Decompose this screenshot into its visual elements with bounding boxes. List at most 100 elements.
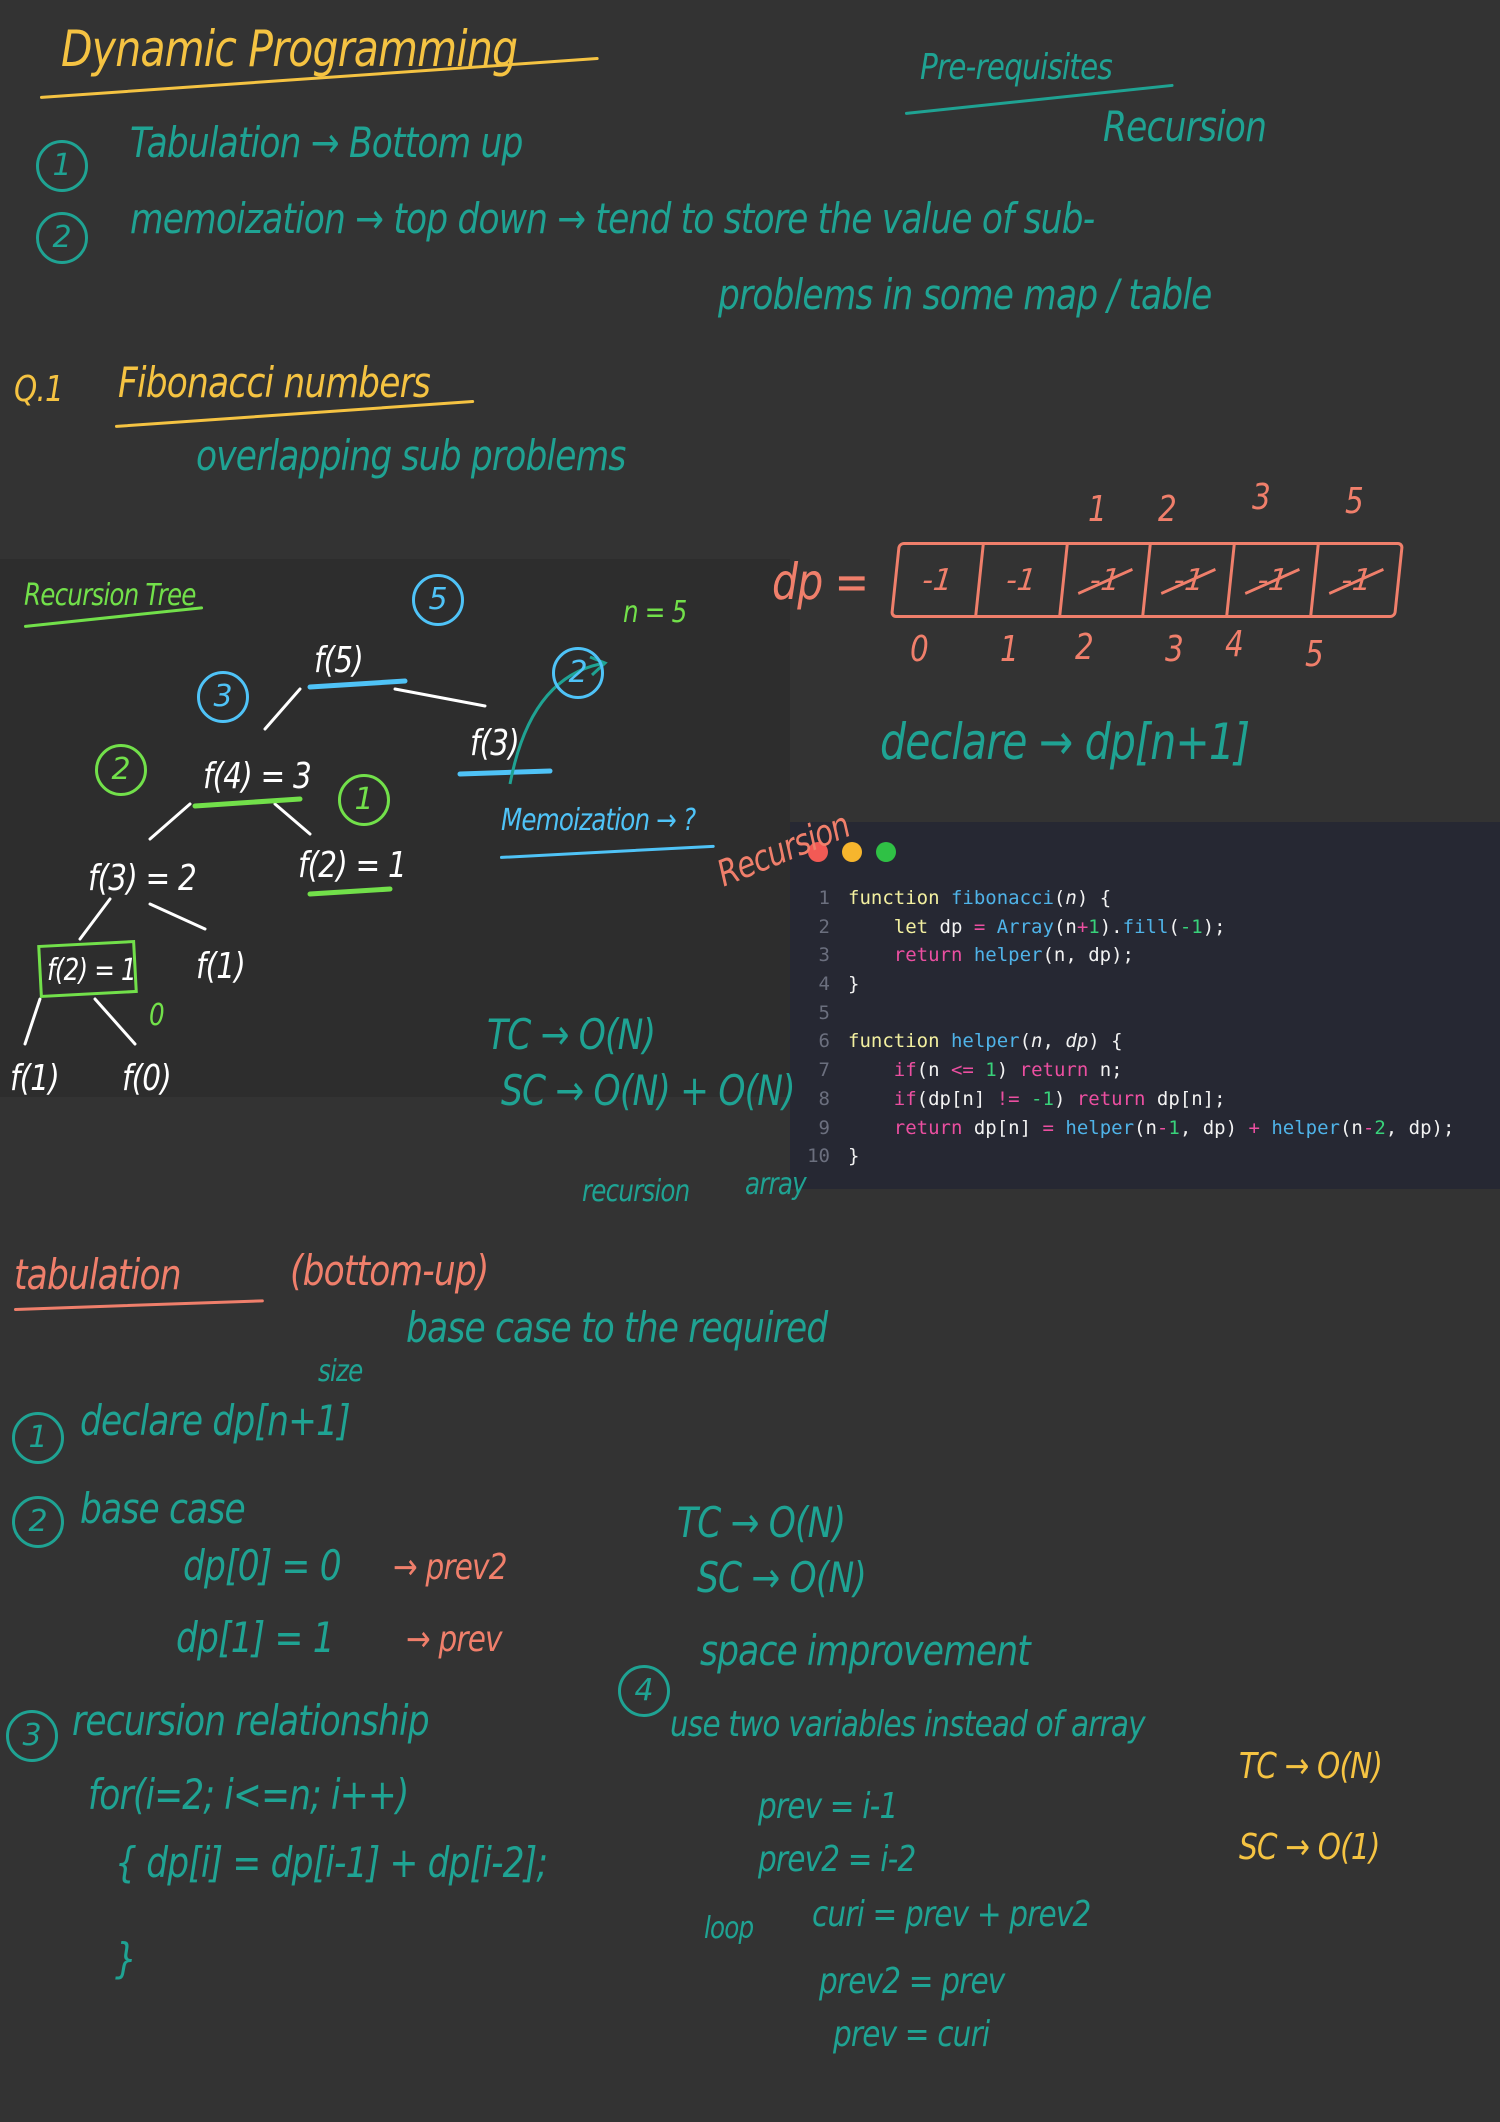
intro-item-tabulation: Tabulation → Bottom up <box>130 118 523 167</box>
dp-value-above: 1 <box>1088 489 1107 530</box>
code-line: 3 return helper(n, dp); <box>790 941 1454 970</box>
tabulation-body: { dp[i] = dp[i-1] + dp[i-2]; <box>115 1838 548 1887</box>
intro-item-memoization: memoization → top down → tend to store t… <box>130 194 1095 243</box>
line-number: 5 <box>818 1001 830 1024</box>
dp-index: 2 <box>1075 627 1094 668</box>
code-token: helper <box>973 944 1043 967</box>
line-number: 3 <box>818 944 830 967</box>
question-subtitle: overlapping sub problems <box>196 431 626 480</box>
memoization-note: Memoization → ? <box>501 803 696 838</box>
memo-sc: SC → O(N) + O(N) <box>501 1066 796 1115</box>
tabulation-underline <box>13 1299 264 1311</box>
circled-number: 2 <box>12 1496 64 1548</box>
circled-value: 2 <box>95 744 147 796</box>
close-dot-icon <box>808 842 828 862</box>
code-token: n <box>1065 887 1077 909</box>
code-token: - <box>1362 1116 1375 1139</box>
line-number: 9 <box>818 1116 830 1139</box>
code-token: (n <box>1339 1116 1363 1139</box>
dp-cell: -1 <box>893 545 985 615</box>
code-token: = <box>1042 1116 1066 1139</box>
maximize-dot-icon <box>876 842 896 862</box>
question-label: Q.1 <box>14 369 64 410</box>
code-token: dp[n]; <box>1156 1087 1226 1110</box>
tree-node: f(2) = 1 <box>298 845 407 886</box>
tabulation-step3: recursion relationship <box>72 1696 430 1745</box>
space-prev2: prev2 = i-2 <box>758 1839 916 1880</box>
code-token: helper <box>1271 1116 1340 1139</box>
code-token: (n <box>916 1059 951 1082</box>
dp-array: -1 -1 -1 -1 -1 -1 <box>890 542 1404 618</box>
code-line: 8 if(dp[n] != -1) return dp[n]; <box>790 1085 1454 1114</box>
space-sc: SC → O(1) <box>1239 1827 1380 1868</box>
code-token: (n <box>1053 915 1077 938</box>
dp-index: 0 <box>910 629 929 670</box>
size-note: size <box>318 1354 363 1389</box>
prereq-value: Recursion <box>1103 102 1267 151</box>
code-token: -1 <box>1031 1087 1054 1110</box>
dp-declare: declare → dp[n+1] <box>880 713 1250 771</box>
code-token: - <box>1156 1116 1169 1139</box>
tree-node: f(2) = 1 <box>47 953 137 988</box>
line-number: 2 <box>818 915 830 938</box>
tree-node: f(4) = 3 <box>203 756 312 797</box>
code-token: (n <box>1134 1116 1157 1139</box>
code-token: dp[n] <box>973 1116 1043 1139</box>
space-tc: TC → O(N) <box>1239 1746 1383 1787</box>
line-number: 10 <box>807 1145 830 1168</box>
circled-number: 2 <box>36 212 88 264</box>
code-token: } <box>848 1145 860 1168</box>
code-token: 1 <box>1088 915 1100 938</box>
code-token: dp <box>1065 1030 1089 1053</box>
tabulation-subtitle: base case to the required <box>406 1303 828 1352</box>
code-token: != <box>996 1087 1032 1110</box>
tree-n-label: n = 5 <box>623 595 687 630</box>
base-case-1: dp[1] = 1 <box>176 1613 335 1662</box>
code-token: 1 <box>985 1059 997 1082</box>
line-number: 8 <box>818 1087 830 1110</box>
tree-node: f(5) <box>314 640 364 681</box>
code-token: n; <box>1099 1059 1123 1082</box>
code-token: dp <box>939 915 974 938</box>
circled-number: 3 <box>6 1710 58 1762</box>
code-token: ) { <box>1088 1030 1123 1053</box>
dp-index: 5 <box>1305 634 1324 675</box>
code-line: 4} <box>790 970 1454 999</box>
intro-item-memoization-cont: problems in some map / table <box>718 270 1212 319</box>
dp-cell: -1 <box>1312 545 1400 615</box>
code-token: , dp); <box>1385 1116 1455 1139</box>
code-token: + <box>1076 915 1089 938</box>
tree-node: f(3) <box>470 723 520 764</box>
question-title: Fibonacci numbers <box>118 358 431 407</box>
dp-value-above: 3 <box>1252 477 1271 518</box>
code-line: 7 if(n <= 1) return n; <box>790 1056 1454 1085</box>
tree-node: f(1) <box>196 946 246 987</box>
tree-node: f(0) <box>122 1058 172 1099</box>
space-update-prev: prev = curi <box>833 2014 990 2055</box>
code-token: = <box>973 915 997 938</box>
code-token: 2 <box>1374 1116 1386 1139</box>
code-token: ); <box>1202 915 1226 938</box>
tabulation-sc: SC → O(N) <box>697 1553 867 1602</box>
space-update-prev2: prev2 = prev <box>819 1961 1005 2002</box>
dp-index: 3 <box>1165 629 1184 670</box>
tabulation-close: } <box>115 1934 137 1983</box>
code-token: ) { <box>1076 887 1112 909</box>
circled-number: 4 <box>618 1665 670 1717</box>
base-case-0: dp[0] = 0 <box>183 1541 342 1590</box>
code-token: ( <box>1053 887 1066 909</box>
space-desc: use two variables instead of array <box>670 1704 1146 1745</box>
line-number: 4 <box>818 973 830 996</box>
line-number: 7 <box>818 1059 830 1082</box>
code-token: fill <box>1122 915 1169 938</box>
line-number: 1 <box>818 887 830 909</box>
memo-tc: TC → O(N) <box>487 1010 656 1059</box>
line-number: 6 <box>818 1030 830 1053</box>
memo-note-recursion: recursion <box>582 1174 690 1209</box>
code-token: ) <box>1053 1087 1077 1110</box>
code-token: return <box>848 1116 974 1139</box>
circled-value: 2 <box>552 647 604 699</box>
code-token: return <box>1019 1059 1100 1082</box>
